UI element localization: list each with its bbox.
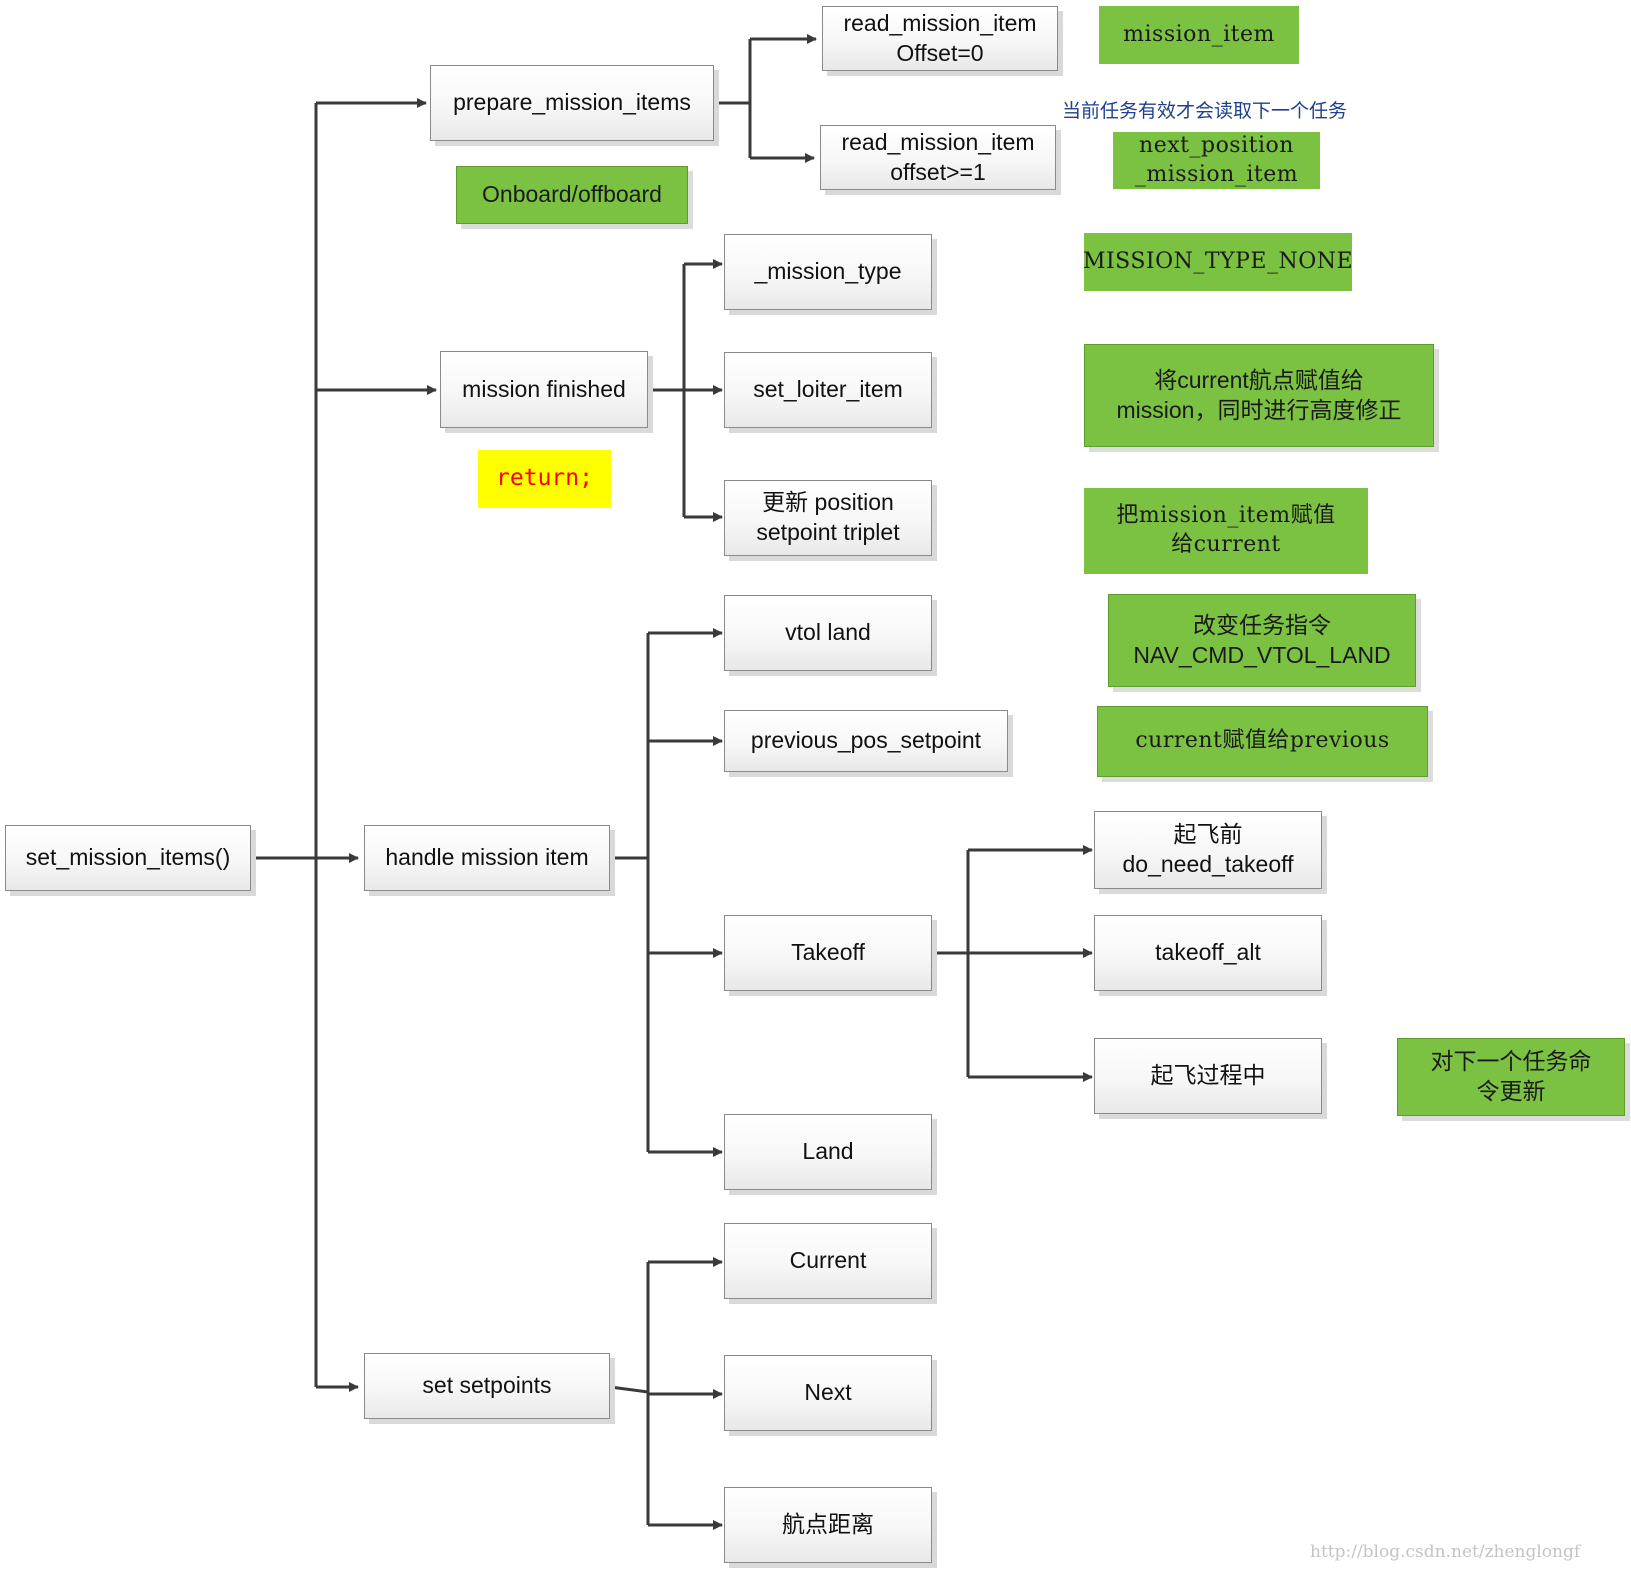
current-setpoint-node: Current (724, 1223, 932, 1299)
loiter-note-line2: mission，同时进行高度修正 (1116, 396, 1402, 423)
previous-note: current赋值给previous (1097, 706, 1428, 777)
vtol-note: 改变任务指令 NAV_CMD_VTOL_LAND (1108, 594, 1416, 687)
land-node: Land (724, 1114, 932, 1190)
mission-type-none-note: MISSION_TYPE_NONE (1082, 233, 1354, 291)
waypoint-distance-label: 航点距离 (782, 1511, 874, 1538)
mission-finished-node: mission finished (440, 351, 648, 428)
return-statement: return; (478, 450, 611, 508)
vtol-note-line2: NAV_CMD_VTOL_LAND (1133, 641, 1391, 668)
loiter-note-line1: 将current航点赋值给 (1154, 366, 1364, 393)
mission-type-label: _mission_type (754, 258, 902, 285)
mission-item-note-label: mission_item (1123, 21, 1275, 47)
set-setpoints-label: set setpoints (422, 1372, 552, 1399)
current-label: Current (789, 1247, 867, 1274)
triplet-note: 把mission_item赋值 给current (1084, 488, 1368, 574)
prepare-mission-items-node: prepare_mission_items (430, 65, 714, 141)
prepare-mission-items-label: prepare_mission_items (453, 89, 691, 116)
handle-mission-item-node: handle mission item (364, 825, 610, 891)
set-loiter-item-label: set_loiter_item (753, 376, 903, 403)
takeoff-alt-node: takeoff_alt (1094, 915, 1322, 991)
set-loiter-item-node: set_loiter_item (724, 352, 932, 428)
onboard-offboard-label: Onboard/offboard (482, 181, 662, 208)
read-mission-item-label: read_mission_item (843, 9, 1037, 36)
mission-finished-label: mission finished (462, 375, 626, 402)
vtol-note-line1: 改变任务指令 (1193, 611, 1331, 638)
takeoff-node: Takeoff (724, 915, 932, 991)
next-position-line1: next_position (1139, 132, 1294, 158)
triplet-note-line1: 把mission_item赋值 (1116, 503, 1336, 529)
watermark: http://blog.csdn.net/zhenglongf (1310, 1542, 1581, 1562)
during-takeoff-node: 起飞过程中 (1094, 1038, 1322, 1114)
takeoff-note-line2: 令更新 (1476, 1078, 1546, 1104)
update-position-label: 更新 position (762, 489, 894, 516)
previous-pos-setpoint-node: previous_pos_setpoint (724, 710, 1008, 772)
next-position-note: next_position _mission_item (1113, 132, 1320, 189)
mission-item-note: mission_item (1099, 6, 1299, 64)
next-label: Next (804, 1379, 852, 1406)
land-label: Land (802, 1138, 854, 1165)
triplet-note-line2: 给current (1171, 532, 1281, 557)
root-label: set_mission_items() (25, 844, 231, 871)
loiter-note: 将current航点赋值给 mission，同时进行高度修正 (1084, 344, 1434, 447)
next-setpoint-node: Next (724, 1355, 932, 1431)
set-setpoints-node: set setpoints (364, 1353, 610, 1419)
vtol-land-node: vtol land (724, 595, 932, 671)
onboard-offboard-note: Onboard/offboard (456, 166, 688, 224)
offset-zero-label: Offset=0 (896, 39, 984, 66)
takeoff-update-note: 对下一个任务命 令更新 (1397, 1038, 1625, 1116)
root-node: set_mission_items() (5, 825, 251, 891)
read-mission-item-offset1-node: read_mission_item offset>=1 (820, 125, 1056, 190)
update-setpoint-triplet-node: 更新 position setpoint triplet (724, 480, 932, 556)
handle-mission-item-label: handle mission item (385, 844, 589, 871)
offset-ge-one-label: offset>=1 (890, 158, 986, 185)
previous-note-label: current赋值给previous (1135, 728, 1390, 754)
before-takeoff-label: 起飞前 (1173, 821, 1243, 848)
during-takeoff-label: 起飞过程中 (1150, 1062, 1266, 1089)
return-label: return; (496, 465, 593, 492)
before-takeoff-node: 起飞前 do_need_takeoff (1094, 811, 1322, 889)
read-mission-item-label: read_mission_item (841, 128, 1035, 155)
takeoff-note-line1: 对下一个任务命 (1430, 1048, 1592, 1075)
next-position-line2: _mission_item (1134, 161, 1299, 187)
do-need-takeoff-label: do_need_takeoff (1122, 851, 1294, 877)
read-mission-item-offset0-node: read_mission_item Offset=0 (822, 6, 1058, 71)
waypoint-distance-node: 航点距离 (724, 1487, 932, 1563)
takeoff-label: Takeoff (791, 939, 865, 966)
mission-type-none-label: MISSION_TYPE_NONE (1082, 248, 1354, 274)
takeoff-alt-label: takeoff_alt (1155, 939, 1261, 966)
mission-type-node: _mission_type (724, 234, 932, 310)
previous-pos-setpoint-label: previous_pos_setpoint (750, 727, 982, 754)
read-next-note: 当前任务有效才会读取下一个任务 (1062, 100, 1348, 122)
setpoint-triplet-label: setpoint triplet (756, 519, 900, 545)
vtol-land-label: vtol land (785, 619, 871, 646)
